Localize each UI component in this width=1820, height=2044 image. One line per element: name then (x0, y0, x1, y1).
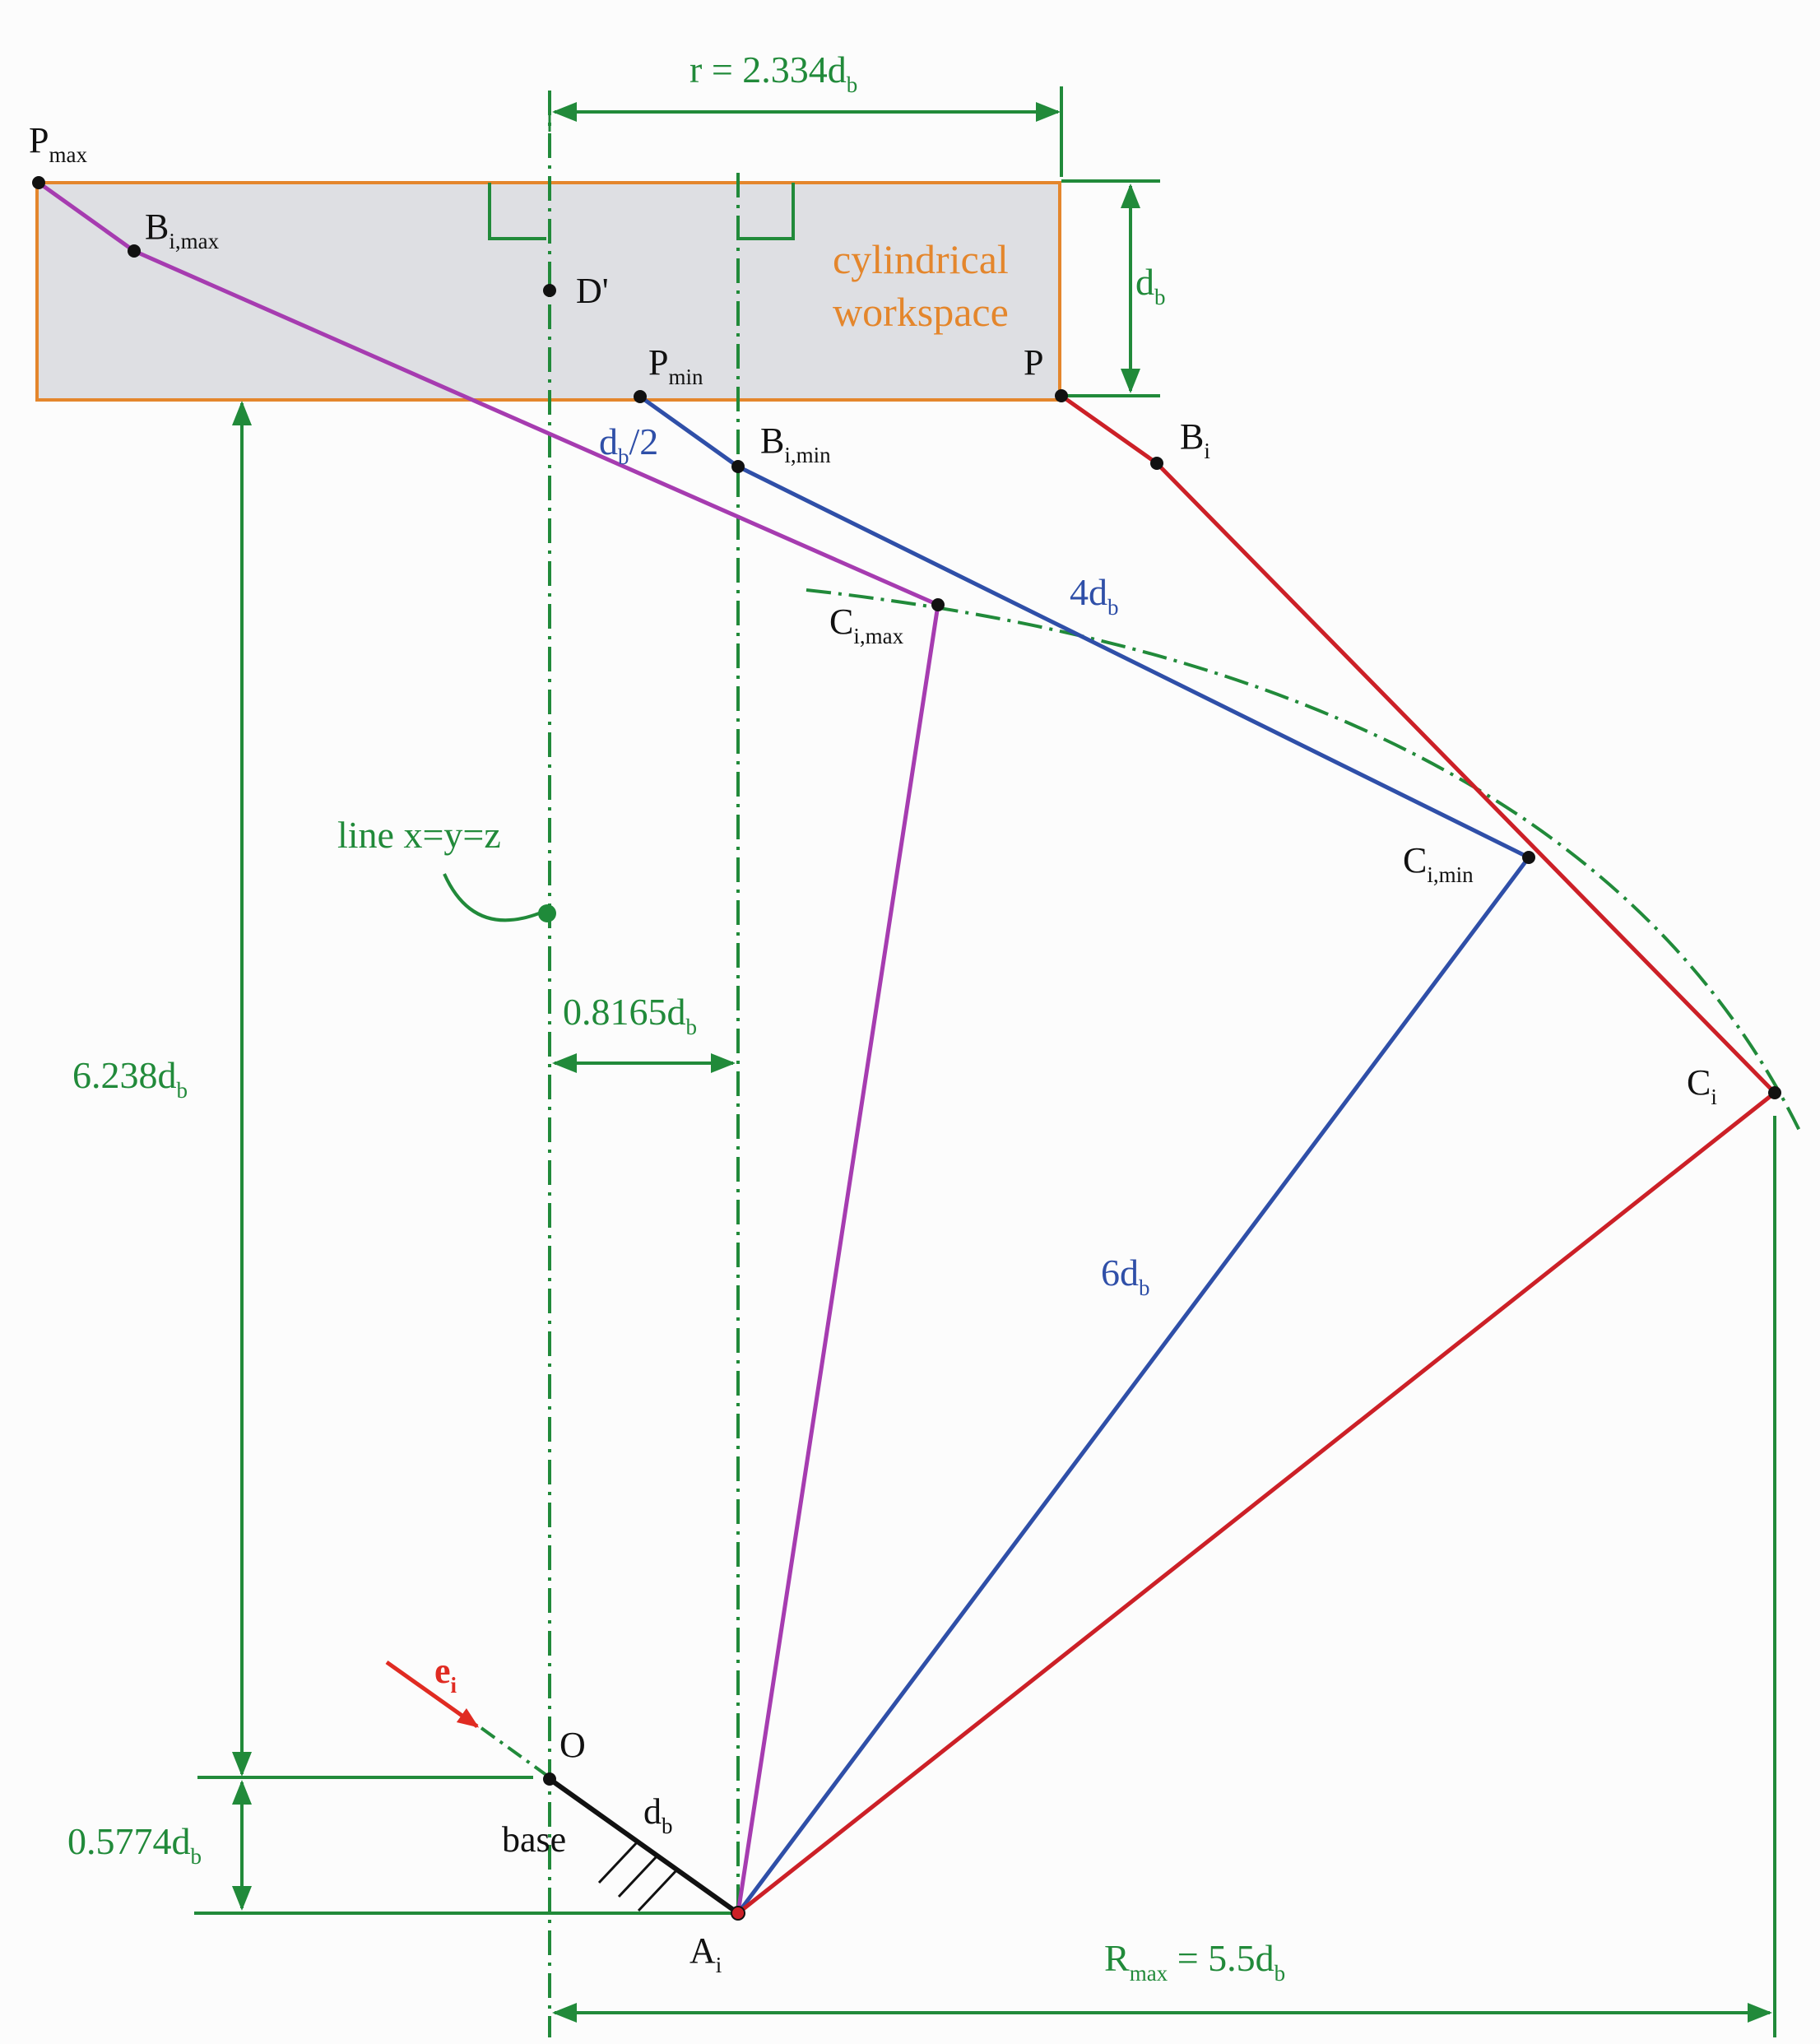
label-p-min: Pmin (648, 342, 703, 389)
point-b-i (1150, 457, 1163, 470)
point-d-prime (543, 284, 556, 297)
workspace-label-line2: workspace (833, 289, 1009, 335)
label-six-db: 6db (1101, 1252, 1150, 1300)
label-c-i: Ci (1687, 1062, 1717, 1109)
label-base-link-db: db (643, 1791, 673, 1838)
point-p (1055, 389, 1068, 402)
leg-max-purple (37, 180, 940, 1914)
label-b-i: Bi (1180, 416, 1210, 463)
reach-arc (806, 588, 1804, 1136)
label-c-imin: Ci,min (1403, 840, 1474, 887)
base-link (548, 1777, 740, 1916)
point-b-imax (128, 244, 141, 258)
label-dim-height: 6.238db (72, 1054, 188, 1103)
point-p-max (32, 176, 45, 189)
point-a-i (731, 1906, 745, 1921)
label-e-i: ei (434, 1651, 457, 1698)
point-axis (538, 904, 556, 922)
ground-hatch-2 (617, 1853, 660, 1898)
ei-direction-line (480, 1726, 551, 1779)
ground-hatch-1 (597, 1839, 640, 1884)
label-base: base (502, 1819, 566, 1860)
workspace-label-line1: cylindrical (833, 236, 1009, 282)
leg-min-blue (638, 394, 1532, 1915)
label-four-db: 4db (1070, 571, 1119, 620)
label-c-imax: Ci,max (829, 602, 904, 648)
axis-leader (443, 873, 540, 922)
point-b-imin (731, 460, 745, 473)
label-dim-r: r = 2.334db (689, 49, 857, 97)
leg-red (736, 393, 1778, 1915)
label-a-i: Ai (689, 1930, 722, 1977)
label-p-max: Pmax (29, 120, 87, 167)
point-p-min (634, 390, 647, 403)
right-angle-mark-left (488, 183, 546, 240)
point-c-i (1768, 1086, 1781, 1099)
label-b-imin: Bi,min (760, 420, 831, 467)
label-p: P (1024, 342, 1043, 383)
label-dim-rmax: Rmax = 5.5db (1104, 1937, 1285, 1986)
label-o: O (559, 1725, 586, 1765)
ground-hatch-3 (637, 1867, 680, 1912)
label-d-prime: D' (576, 271, 609, 311)
point-c-imin (1522, 851, 1535, 864)
label-dim-db: db (1135, 261, 1166, 309)
label-dim-offset: 0.8165db (563, 991, 697, 1039)
point-o (543, 1772, 556, 1786)
label-axis-line: line x=y=z (337, 814, 501, 856)
ei-arrow (385, 1660, 480, 1729)
label-b-imax: Bi,max (145, 207, 220, 253)
right-angle-mark-right (739, 183, 795, 240)
point-c-imax (931, 598, 945, 611)
label-half-db: db/2 (599, 420, 658, 469)
label-dim-base-height: 0.5774db (67, 1820, 202, 1869)
